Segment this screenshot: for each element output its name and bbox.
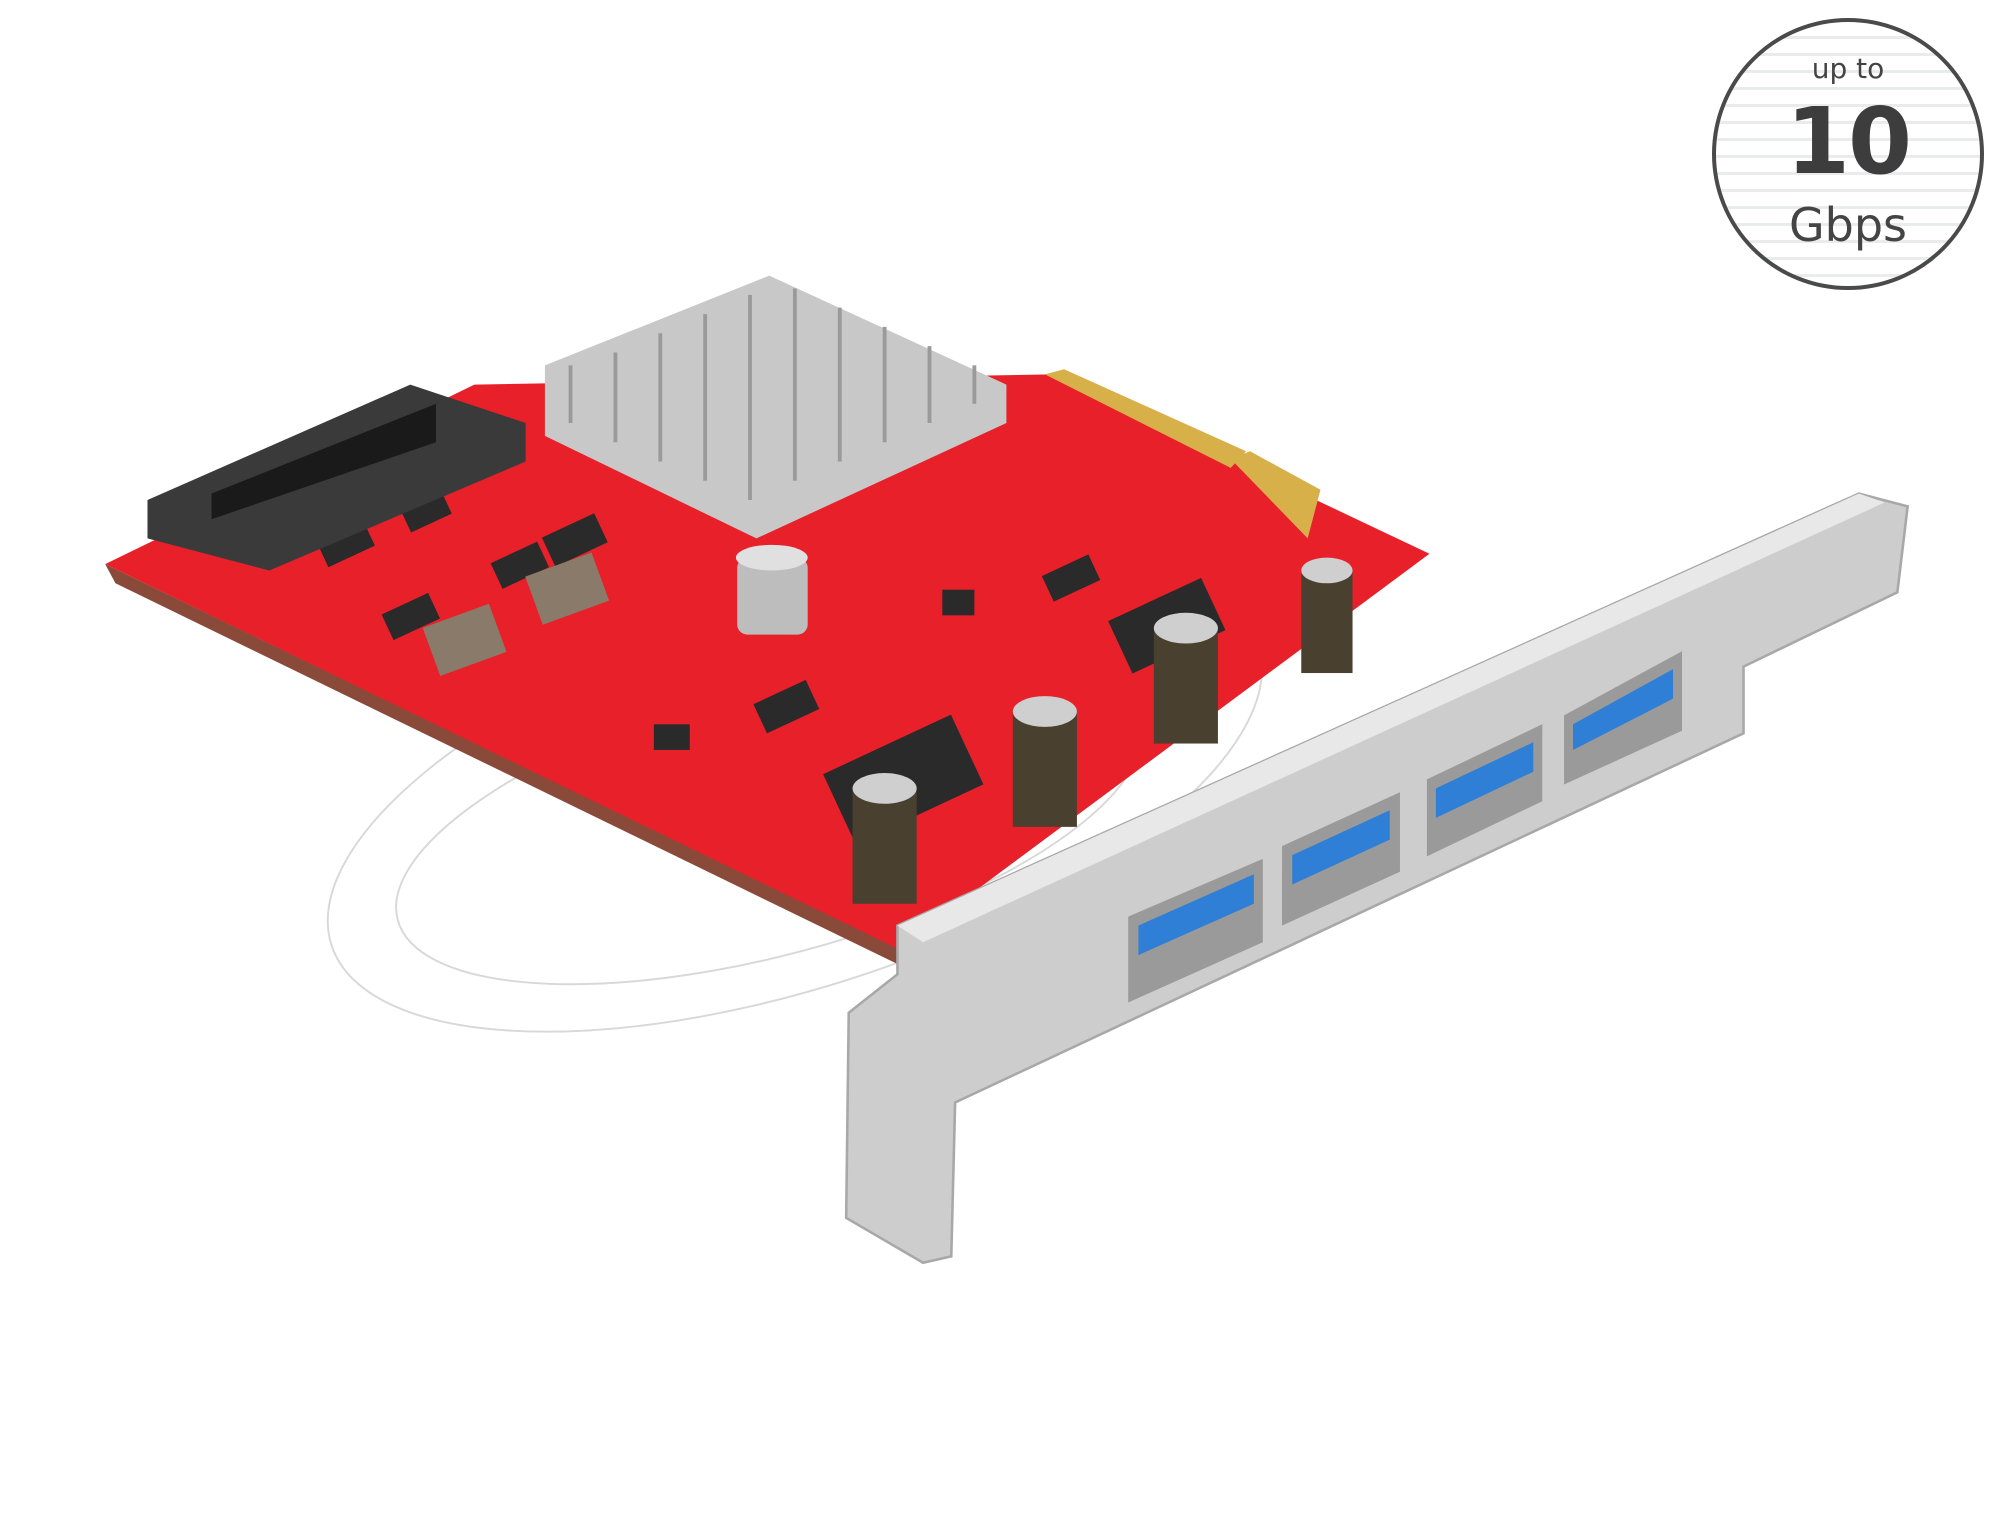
gold-fingers — [1044, 369, 1247, 468]
usb-port-2 — [1282, 792, 1400, 926]
usb-port-3 — [1426, 724, 1543, 857]
badge-line1: up to — [1811, 52, 1885, 85]
capacitors — [852, 557, 1353, 904]
speed-badge: up to 10 Gbps — [1712, 18, 1984, 290]
pcb-edge — [105, 564, 901, 965]
inductors — [422, 552, 610, 677]
usb-port-1 — [1128, 858, 1263, 1003]
heatsink — [544, 275, 1007, 635]
gold-fingers-2 — [1230, 451, 1321, 539]
usb-port-4 — [1564, 651, 1683, 785]
badge-unit: Gbps — [1788, 198, 1907, 252]
badge-value: 10 — [1785, 88, 1912, 195]
usb-ports — [1128, 651, 1683, 1003]
sata-power-connector — [147, 384, 526, 571]
